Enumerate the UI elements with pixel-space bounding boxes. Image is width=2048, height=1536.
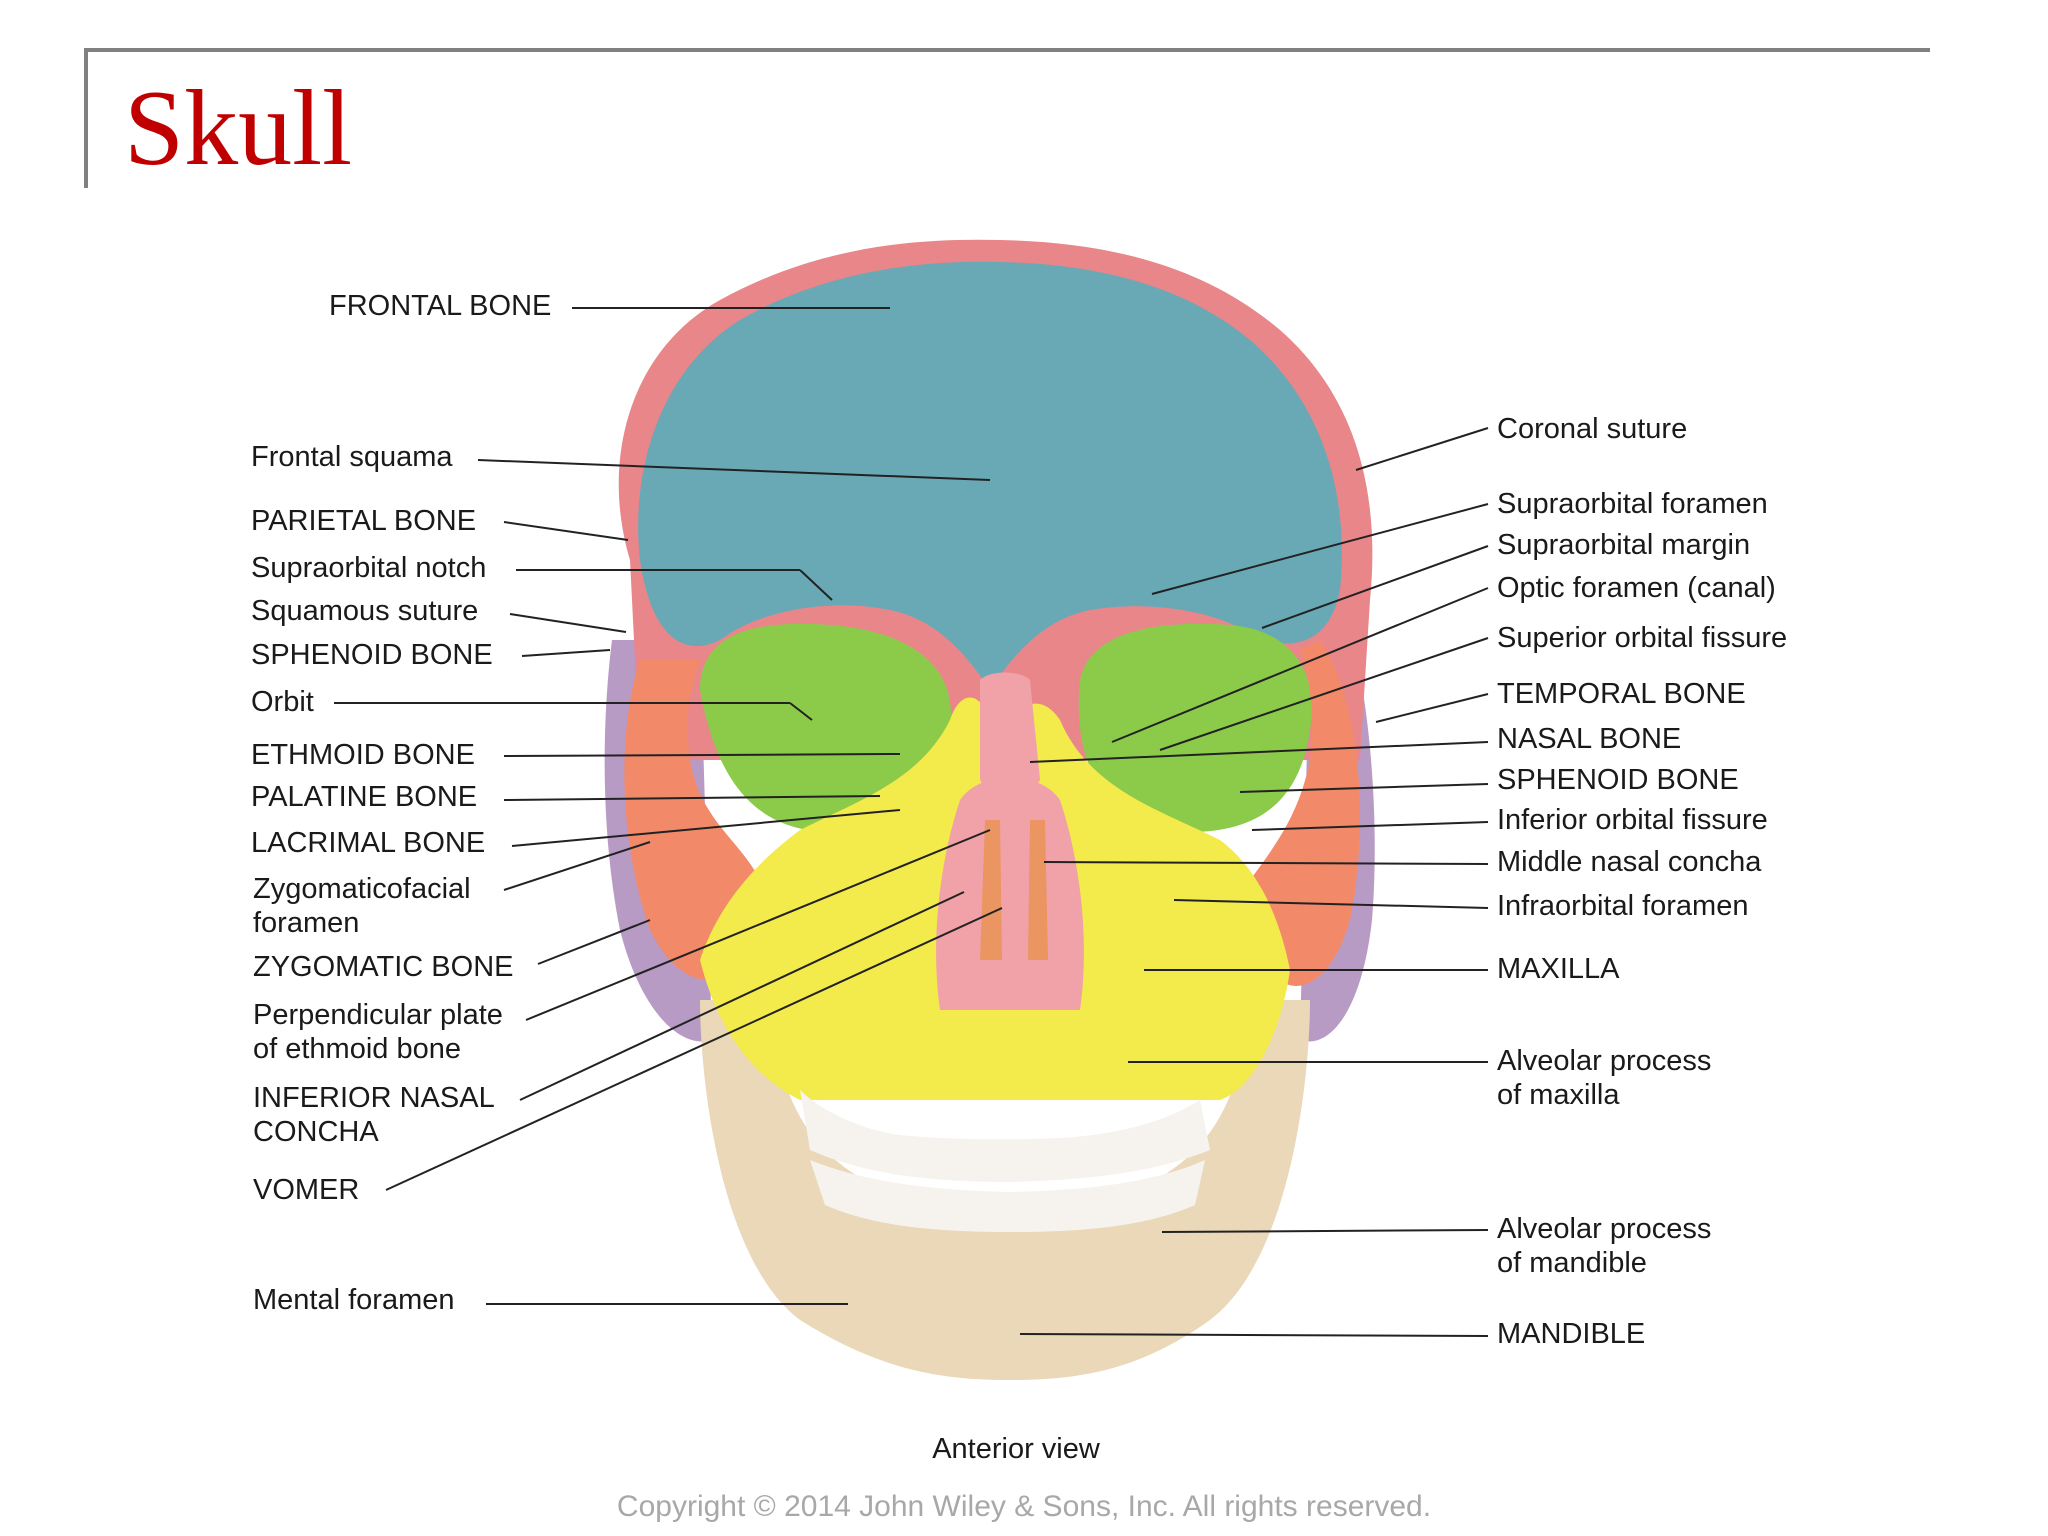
leader-lines <box>334 307 1489 1337</box>
inferior-nasal-concha <box>980 820 1002 960</box>
label-supraorbital-notch: Supraorbital notch <box>251 552 487 584</box>
label-nasal-bone: NASAL BONE <box>1497 723 1682 755</box>
label-vomer: VOMER <box>253 1174 360 1206</box>
copyright-notice: Copyright © 2014 John Wiley & Sons, Inc.… <box>616 1490 1432 1523</box>
label-sphenoid-bone-right: SPHENOID BONE <box>1497 764 1739 796</box>
label-superior-orbital-fissure: Superior orbital fissure <box>1497 622 1788 654</box>
slide-frame-left-rule <box>84 48 88 188</box>
label-supraorbital-foramen: Supraorbital foramen <box>1497 488 1768 520</box>
label-alveolar-process-mandible-line2: of mandible <box>1497 1247 1647 1279</box>
label-coronal-suture: Coronal suture <box>1497 413 1688 445</box>
label-lacrimal-bone: LACRIMAL BONE <box>251 827 486 859</box>
label-sphenoid-bone-left: SPHENOID BONE <box>251 639 493 671</box>
label-ethmoid-bone: ETHMOID BONE <box>251 739 475 771</box>
label-alveolar-process-maxilla-line2: of maxilla <box>1497 1079 1620 1111</box>
label-perpendicular-plate-line1: Perpendicular plate <box>253 999 503 1031</box>
label-orbit: Orbit <box>251 686 314 718</box>
label-squamous-suture: Squamous suture <box>251 595 479 627</box>
orbit-right-sphenoid <box>1078 623 1312 832</box>
zygomatic-bone-left <box>624 660 760 980</box>
middle-nasal-concha <box>1028 820 1048 960</box>
orbit-left-sphenoid <box>700 623 952 833</box>
slide-frame-top-rule <box>84 48 1930 52</box>
teeth-lower <box>810 1160 1205 1232</box>
label-inferior-orbital-fissure: Inferior orbital fissure <box>1497 804 1768 836</box>
label-optic-foramen: Optic foramen (canal) <box>1497 572 1776 604</box>
figure-caption: Anterior view <box>932 1433 1100 1465</box>
label-mandible: MANDIBLE <box>1497 1318 1646 1350</box>
slide-title: Skull <box>124 69 353 188</box>
label-middle-nasal-concha: Middle nasal concha <box>1497 846 1762 878</box>
label-inferior-nasal-concha-line1: INFERIOR NASAL <box>253 1082 495 1114</box>
label-zygomaticofacial-foramen-line1: Zygomaticofacial <box>253 873 471 905</box>
label-temporal-bone: TEMPORAL BONE <box>1497 678 1746 710</box>
teeth-upper <box>800 1090 1210 1182</box>
mandible <box>700 1000 1310 1380</box>
nasal-bone <box>980 672 1040 795</box>
label-palatine-bone: PALATINE BONE <box>251 781 478 813</box>
label-perpendicular-plate-line2: of ethmoid bone <box>253 1033 461 1065</box>
label-alveolar-process-mandible-line1: Alveolar process <box>1497 1213 1712 1245</box>
label-supraorbital-margin: Supraorbital margin <box>1497 529 1751 561</box>
label-zygomaticofacial-foramen-line2: foramen <box>253 907 360 939</box>
label-mental-foramen: Mental foramen <box>253 1284 455 1316</box>
label-parietal-bone: PARIETAL BONE <box>251 505 477 537</box>
label-infraorbital-foramen: Infraorbital foramen <box>1497 890 1749 922</box>
label-frontal-bone: FRONTAL BONE <box>329 290 552 322</box>
label-alveolar-process-maxilla-line1: Alveolar process <box>1497 1045 1712 1077</box>
label-inferior-nasal-concha-line2: CONCHA <box>253 1116 379 1148</box>
label-maxilla: MAXILLA <box>1497 953 1620 985</box>
label-zygomatic-bone: ZYGOMATIC BONE <box>253 951 514 983</box>
zygomatic-bone-right <box>1250 640 1360 986</box>
label-frontal-squama: Frontal squama <box>251 441 453 473</box>
